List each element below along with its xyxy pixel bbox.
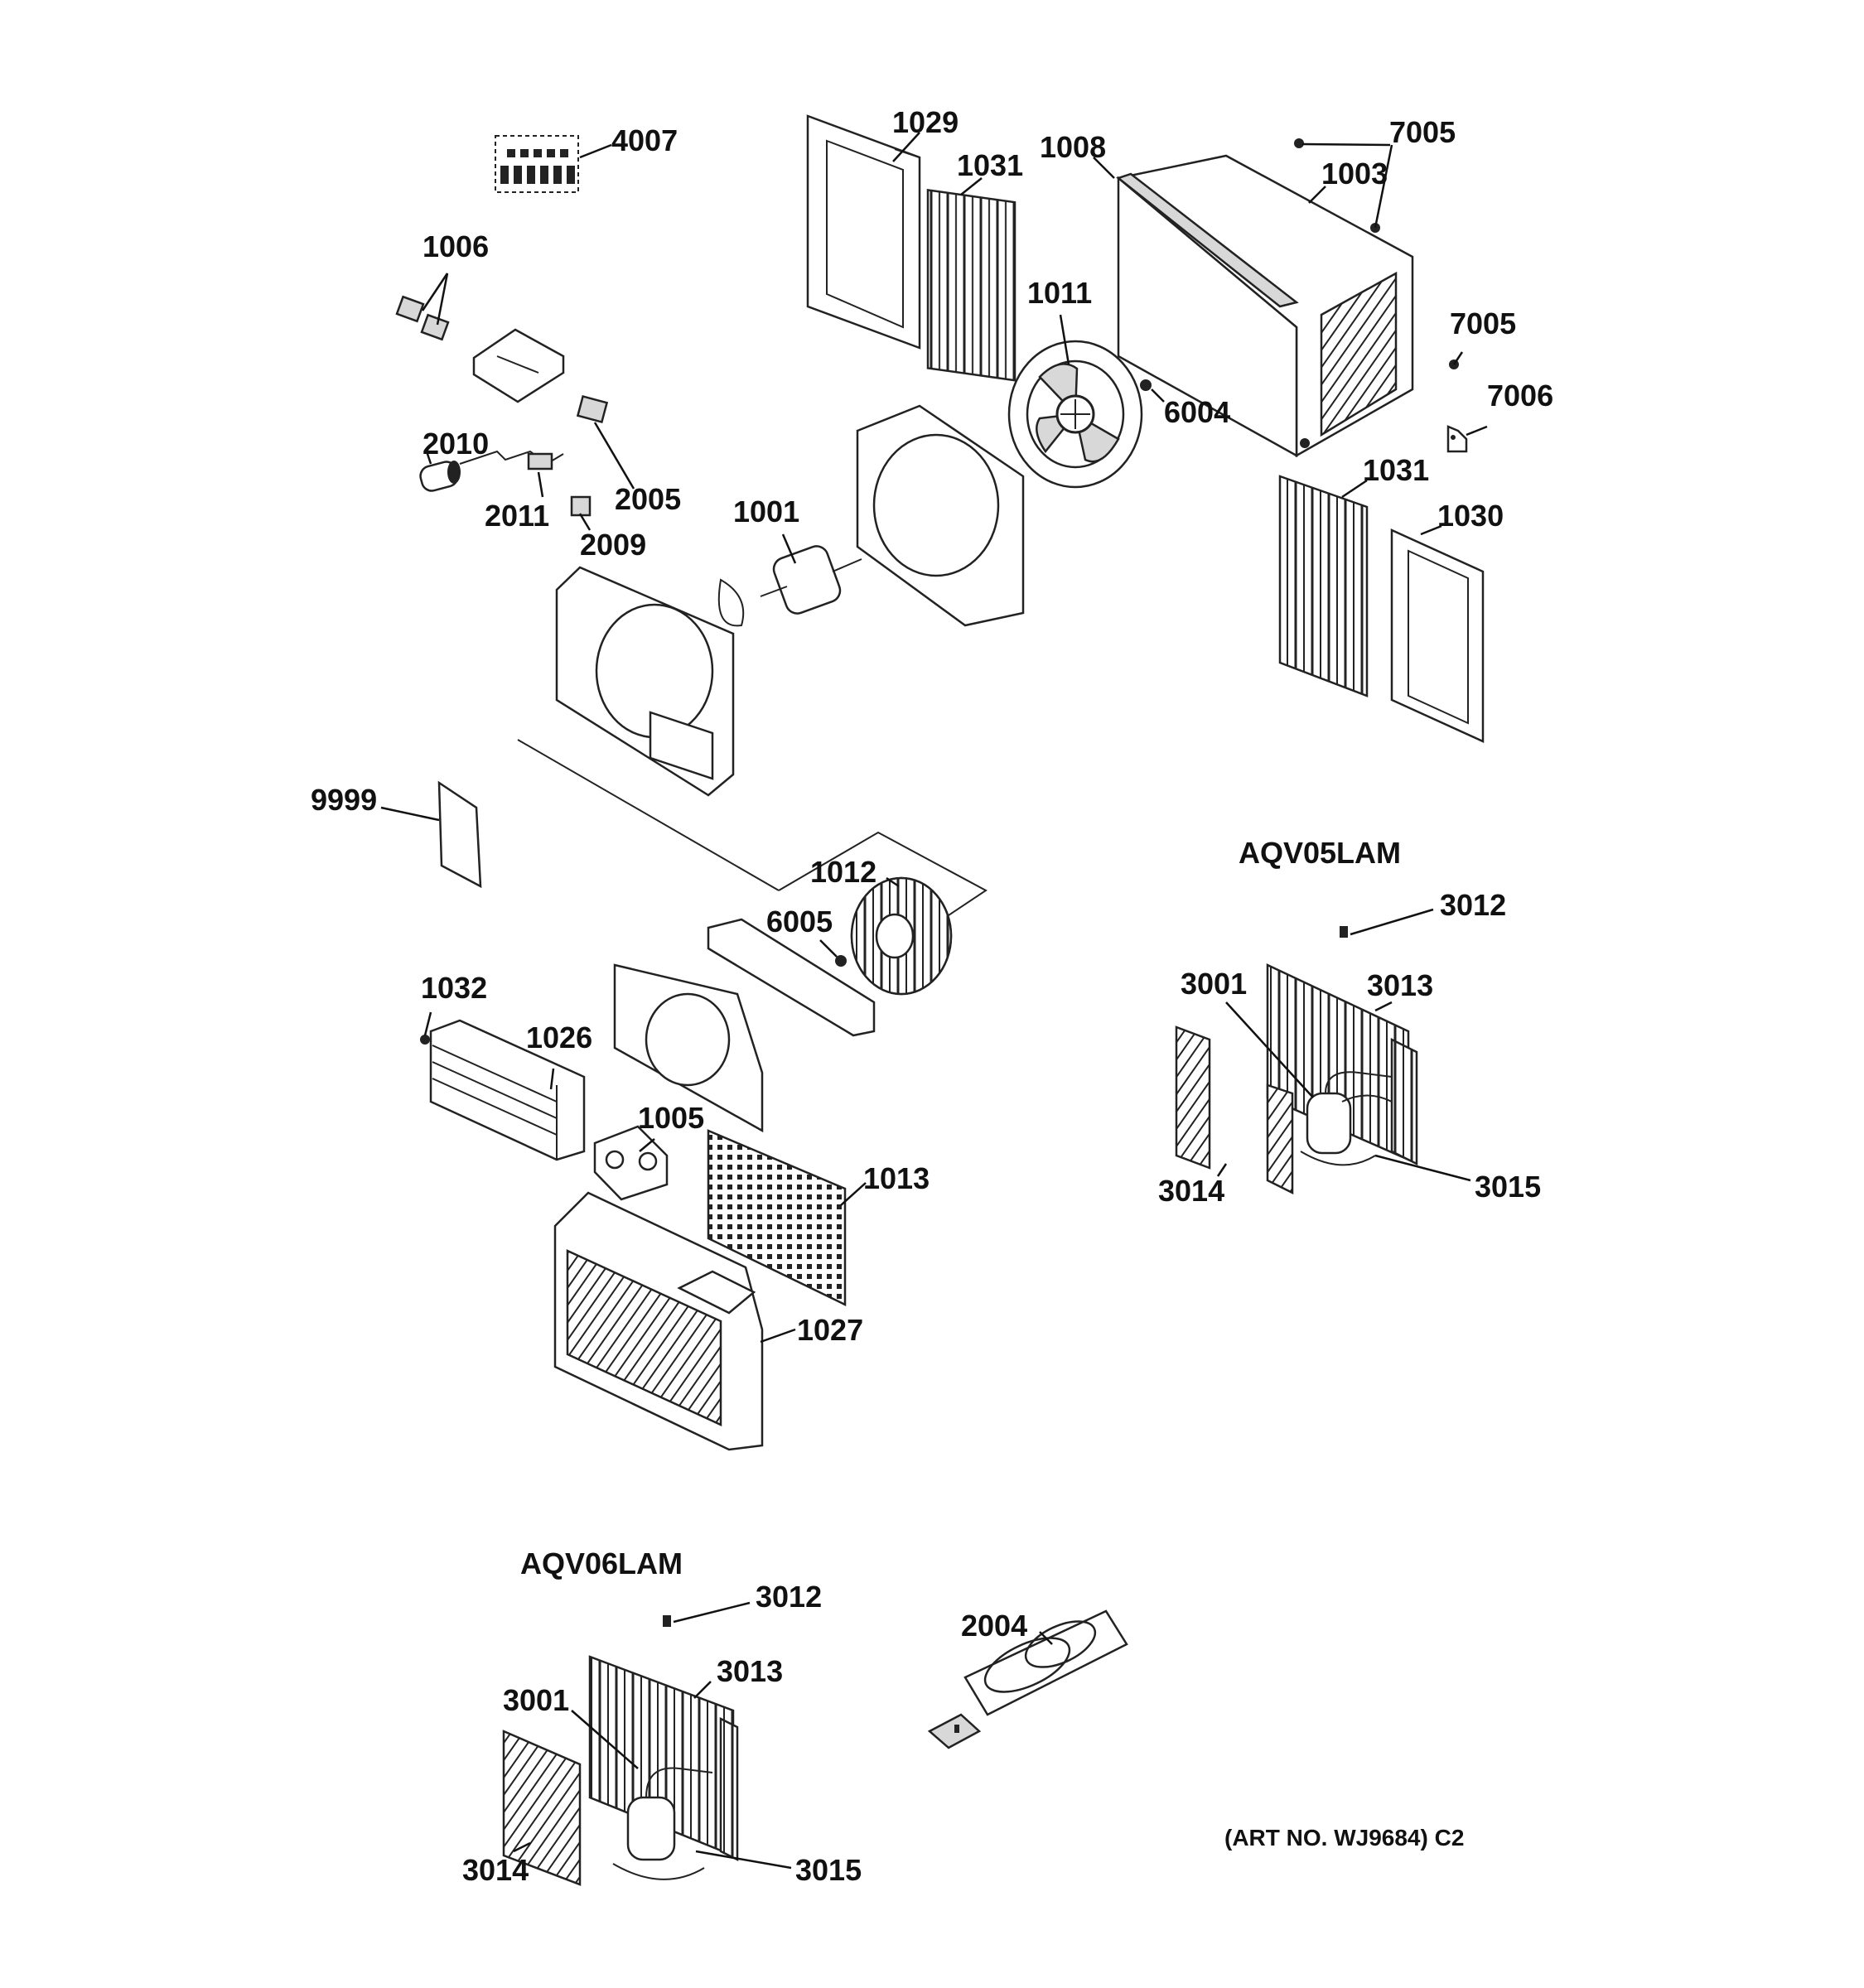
front-grille-1027 [553, 1191, 764, 1451]
callout-4007: 4007 [611, 123, 678, 157]
thermostat-2009 [570, 495, 592, 517]
callout-9999: 9999 [311, 783, 377, 817]
callout-1032: 1032 [421, 971, 487, 1005]
motor-1001 [717, 545, 862, 627]
model-label-aqv05lam: AQV05LAM [1239, 836, 1401, 870]
callout-1008: 1008 [1040, 130, 1106, 164]
bracket-7006 [1446, 425, 1468, 453]
callout-3001-aqv06: 3001 [503, 1683, 569, 1717]
callout-1027: 1027 [797, 1313, 863, 1347]
manual-9999 [437, 780, 482, 889]
control-knobs-1005 [593, 1125, 669, 1201]
model-label-aqv06lam: AQV06LAM [520, 1546, 683, 1580]
screw-1032 [420, 1035, 430, 1045]
callout-7006: 7006 [1487, 379, 1553, 413]
base-pan [517, 566, 780, 891]
callout-3014-aqv05: 3014 [1158, 1174, 1224, 1208]
callout-6005: 6005 [766, 905, 833, 939]
side-frame-1029 [806, 114, 921, 350]
callout-1031-bottom: 1031 [1363, 453, 1429, 487]
blower-partition [613, 963, 764, 1133]
louver-panel-1031-bottom [1278, 475, 1369, 697]
callout-2005: 2005 [615, 482, 681, 516]
callout-2009: 2009 [580, 528, 646, 562]
fan-blade-1011 [1007, 340, 1143, 489]
side-frame-1030 [1390, 528, 1485, 743]
louver-panel-1031-top [926, 188, 1017, 382]
callout-2004: 2004 [961, 1609, 1027, 1643]
callout-1029: 1029 [892, 105, 959, 139]
callout-2011: 2011 [485, 499, 549, 533]
callout-1031-top: 1031 [957, 148, 1023, 182]
callout-1012: 1012 [810, 855, 876, 889]
callout-1001: 1001 [733, 495, 799, 528]
filter-1013 [707, 1129, 847, 1306]
callout-1005: 1005 [638, 1101, 704, 1135]
sealed-system-aqv05lam [1175, 926, 1418, 1195]
callout-3012-aqv06: 3012 [756, 1580, 822, 1614]
callout-3013-aqv06: 3013 [717, 1654, 783, 1688]
leader-lines [380, 132, 1488, 1870]
scroll-housing [707, 918, 876, 1037]
relay-2005 [576, 394, 609, 424]
callout-3012-aqv05: 3012 [1440, 888, 1506, 922]
switch-bracket [472, 328, 565, 403]
callout-7005-top: 7005 [1389, 115, 1456, 149]
cabinet-1003 [1116, 154, 1414, 458]
clips-1006 [395, 295, 450, 341]
callout-1011: 1011 [1027, 276, 1092, 310]
callout-1030: 1030 [1437, 499, 1504, 533]
callout-1026: 1026 [526, 1021, 592, 1054]
callout-3014-aqv06: 3014 [462, 1853, 529, 1887]
nut-6005 [835, 955, 847, 967]
blower-wheel-1012 [778, 831, 988, 996]
callout-3015-aqv06: 3015 [795, 1853, 862, 1887]
wiring-harness-2011 [459, 450, 564, 470]
callout-3001-aqv05: 3001 [1181, 967, 1247, 1001]
sealed-system-aqv06lam [502, 1615, 739, 1886]
screw-7005-a [1294, 138, 1304, 148]
screw-kit-4007 [495, 135, 579, 193]
nut-6004 [1140, 379, 1152, 391]
callout-2010: 2010 [423, 427, 489, 461]
callout-6004: 6004 [1164, 395, 1230, 429]
callout-1003: 1003 [1321, 157, 1388, 191]
callout-1006: 1006 [423, 229, 489, 263]
capacitor-2010 [419, 461, 461, 492]
fan-shroud [856, 404, 1025, 627]
louver-1026 [429, 1019, 586, 1161]
callout-1013: 1013 [863, 1161, 930, 1195]
callout-7005-right: 7005 [1450, 306, 1516, 340]
callout-3015-aqv05: 3015 [1475, 1170, 1541, 1204]
power-cord-2004 [927, 1609, 1128, 1749]
art-number: (ART NO. WJ9684) C2 [1224, 1825, 1464, 1850]
callout-3013-aqv05: 3013 [1367, 968, 1433, 1002]
